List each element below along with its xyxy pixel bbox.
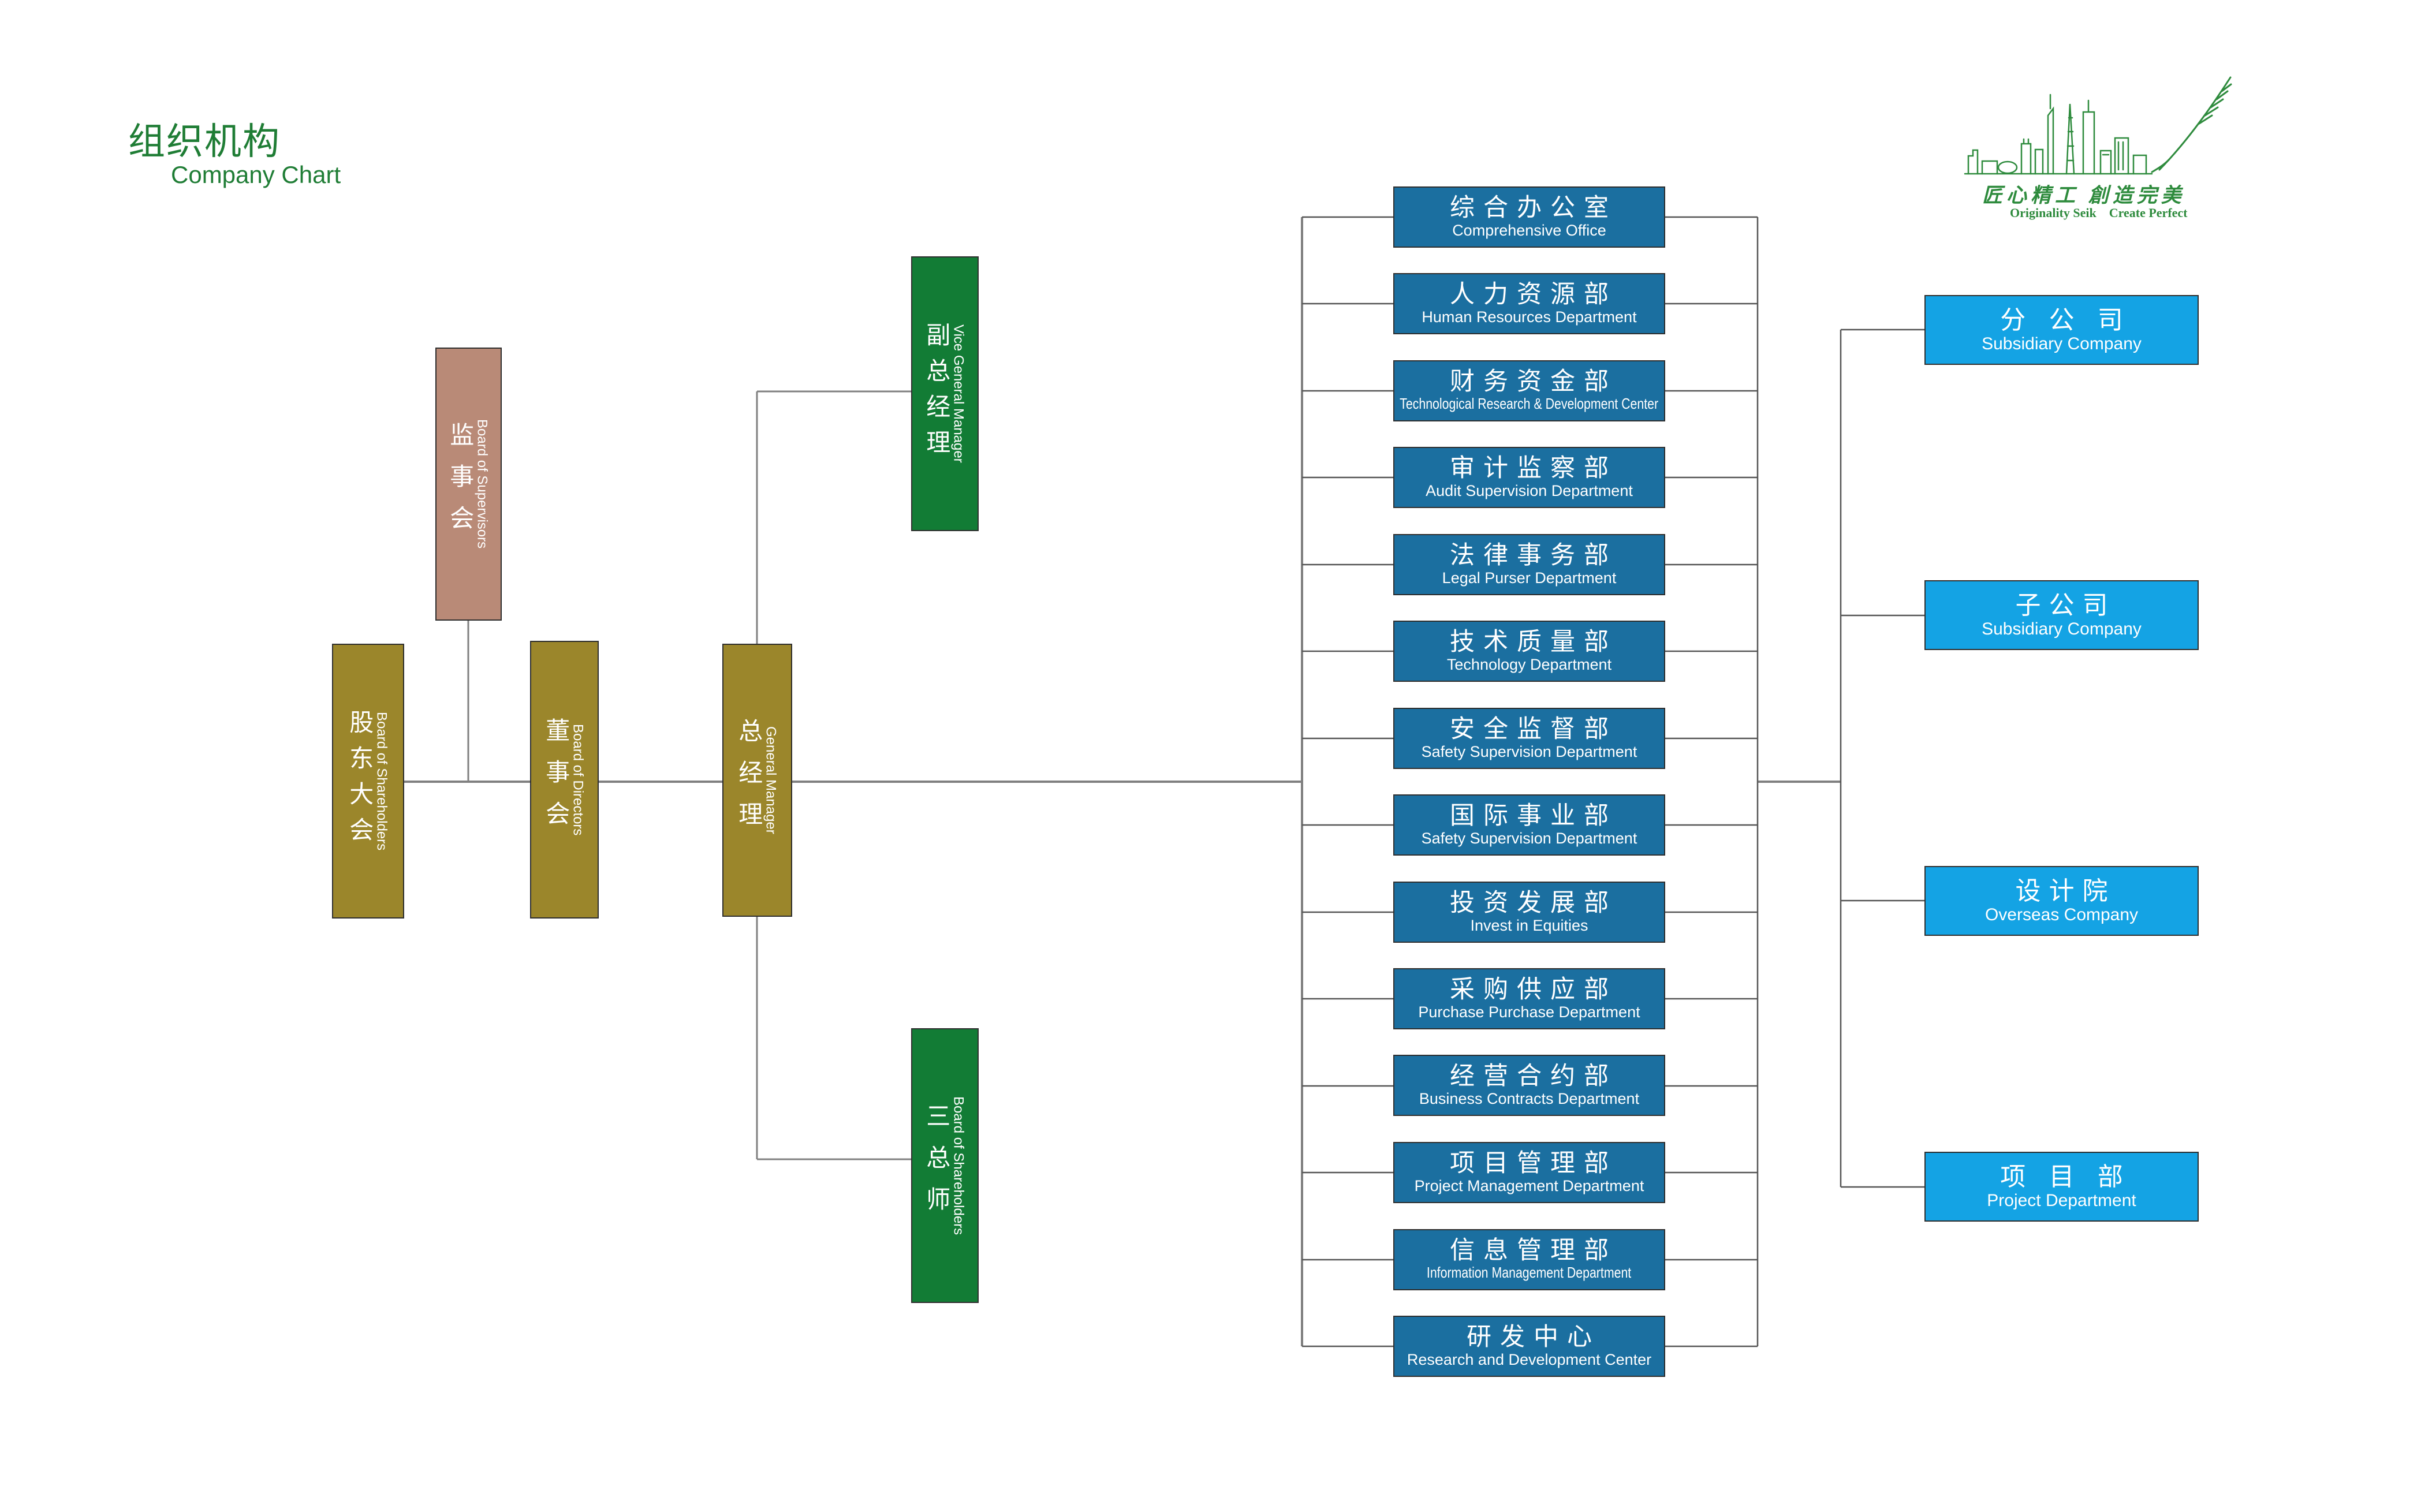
affiliate-en: Project Department [1987, 1190, 2136, 1210]
governance-zh: 副总经理 [923, 322, 950, 465]
department-en: Comprehensive Office [1452, 221, 1606, 239]
skyline-quill-icon [1964, 76, 2232, 175]
department-zh: 采购供应部 [1450, 975, 1617, 1003]
governance-en: Vice General Manager [950, 324, 967, 463]
department-en: Purchase Purchase Department [1418, 1003, 1640, 1021]
department-box: 国际事业部 Safety Supervision Department [1393, 794, 1665, 856]
affiliate-en: Subsidiary Company [1982, 619, 2142, 639]
department-zh: 人力资源部 [1450, 280, 1617, 308]
department-en: Safety Supervision Department [1421, 829, 1637, 847]
department-zh: 信息管理部 [1450, 1237, 1617, 1265]
affiliate-zh: 项 目 部 [2000, 1162, 2131, 1191]
company-logo: 匠心精工 創造完美 Originality Seik Create Perfec… [1960, 68, 2284, 230]
department-box: 投资发展部 Invest in Equities [1393, 882, 1665, 943]
affiliate-box-project-department: 项 目 部 Project Department [1924, 1152, 2199, 1222]
department-en: Invest in Equities [1470, 916, 1588, 934]
governance-en: Board of Supervisors [474, 419, 490, 549]
department-box: 综合办公室 Comprehensive Office [1393, 186, 1665, 248]
department-zh: 综合办公室 [1450, 193, 1617, 222]
page-title: 组织机构 Company Chart [128, 121, 341, 189]
department-box: 信息管理部 Information Management Department [1393, 1229, 1665, 1290]
department-en: Research and Development Center [1407, 1350, 1652, 1368]
page-title-zh: 组织机构 [128, 121, 281, 162]
department-box: 研发中心 Research and Development Center [1393, 1316, 1665, 1377]
department-zh: 研发中心 [1467, 1323, 1601, 1351]
governance-en: Board of Directors [570, 723, 586, 836]
logo-slogan-en: Originality Seik Create Perfect [2010, 206, 2188, 220]
affiliate-en: Subsidiary Company [1982, 334, 2142, 353]
department-en: Information Management Department [1427, 1264, 1632, 1282]
department-zh: 法律事务部 [1450, 541, 1617, 569]
department-zh: 财务资金部 [1450, 368, 1617, 396]
page-title-en: Company Chart [171, 161, 341, 189]
governance-zh: 股东大会 [346, 710, 374, 853]
department-en: Project Management Department [1414, 1177, 1644, 1194]
governance-zh: 三总师 [923, 1103, 950, 1228]
affiliate-box-design-institute: 设计院 Overseas Company [1924, 866, 2199, 936]
governance-en: General Manager [763, 726, 779, 834]
department-zh: 投资发展部 [1450, 888, 1617, 917]
governance-box-board-of-supervisors: 监事会 Board of Supervisors [435, 348, 502, 621]
department-box: 法律事务部 Legal Purser Department [1393, 534, 1665, 595]
affiliate-box-subsidiary-company: 子公司 Subsidiary Company [1924, 580, 2199, 650]
department-zh: 经营合约部 [1450, 1062, 1617, 1090]
department-zh: 项目管理部 [1450, 1149, 1617, 1177]
department-en: Human Resources Department [1422, 308, 1637, 326]
affiliate-zh: 设计院 [2015, 876, 2116, 905]
affiliate-box-branch-company: 分 公 司 Subsidiary Company [1924, 295, 2199, 365]
governance-box-general-manager: 总经理 General Manager [722, 644, 792, 917]
department-zh: 安全监督部 [1450, 715, 1617, 743]
governance-box-board-of-directors: 董事会 Board of Directors [530, 641, 599, 919]
department-en: Audit Supervision Department [1426, 481, 1633, 499]
governance-en: Board of Shareholders [374, 711, 390, 851]
governance-zh: 总经理 [735, 718, 763, 843]
department-en: Legal Purser Department [1442, 569, 1617, 587]
governance-zh: 董事会 [542, 717, 570, 842]
department-zh: 技术质量部 [1450, 628, 1617, 656]
department-en: Technology Department [1446, 655, 1612, 673]
governance-zh: 监事会 [446, 421, 474, 547]
department-box: 经营合约部 Business Contracts Department [1393, 1055, 1665, 1116]
department-en: Business Contracts Department [1419, 1089, 1640, 1107]
affiliate-en: Overseas Company [1984, 905, 2139, 924]
department-zh: 审计监察部 [1450, 454, 1617, 482]
department-en: Technological Research & Development Cen… [1400, 395, 1659, 413]
department-box: 审计监察部 Audit Supervision Department [1393, 447, 1665, 508]
governance-box-board-of-shareholders: 股东大会 Board of Shareholders [332, 644, 404, 919]
department-zh: 国际事业部 [1450, 801, 1617, 830]
department-box: 技术质量部 Technology Department [1393, 621, 1665, 682]
department-en: Safety Supervision Department [1421, 742, 1637, 760]
governance-box-chief-engineers: 三总师 Board of Shareholders [911, 1028, 979, 1303]
department-box: 安全监督部 Safety Supervision Department [1393, 708, 1665, 769]
governance-box-vice-general-manager: 副总经理 Vice General Manager [911, 256, 979, 531]
logo-slogan-zh: 匠心精工 創造完美 [1982, 184, 2185, 207]
affiliate-zh: 分 公 司 [2000, 305, 2131, 334]
governance-en: Board of Shareholders [950, 1096, 967, 1235]
department-box: 采购供应部 Purchase Purchase Department [1393, 968, 1665, 1029]
department-box: 项目管理部 Project Management Department [1393, 1142, 1665, 1203]
department-box: 财务资金部 Technological Research & Developme… [1393, 360, 1665, 421]
department-box: 人力资源部 Human Resources Department [1393, 273, 1665, 334]
affiliate-zh: 子公司 [2015, 591, 2116, 619]
